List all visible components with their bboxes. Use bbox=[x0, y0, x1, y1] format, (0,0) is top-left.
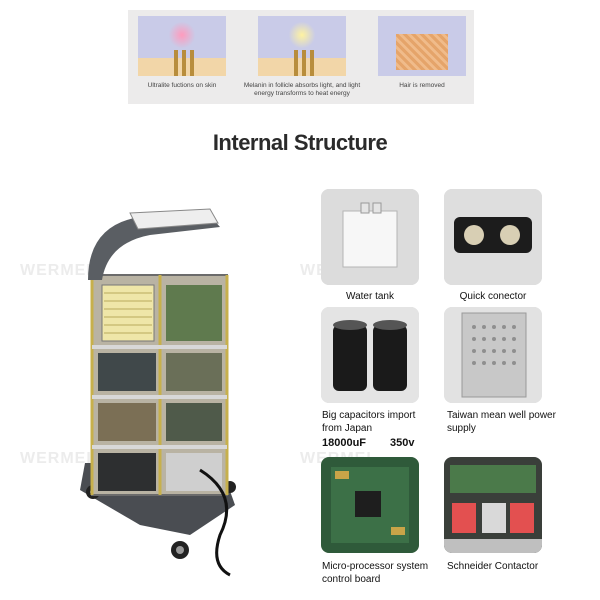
treatment-process-banner: Ultralite fuctions on skin Melanin in fo… bbox=[128, 10, 474, 104]
watermark: WERMEI bbox=[20, 450, 92, 467]
follicle bbox=[174, 50, 178, 76]
follicle bbox=[294, 50, 298, 76]
capacitance-spec: 18000uF bbox=[322, 437, 367, 449]
watermark: WERMEI bbox=[20, 262, 92, 279]
banner-caption-3: Hair is removed bbox=[399, 82, 445, 89]
power-supply-label: Taiwan mean well power supply bbox=[447, 410, 556, 434]
capacitors-label: Big capacitors import from Japan bbox=[322, 410, 416, 434]
capacitors-image bbox=[321, 307, 419, 403]
follicle bbox=[190, 50, 194, 76]
skin-block bbox=[396, 34, 448, 70]
banner-caption-2: Melanin in follicle absorbs light, and l… bbox=[243, 82, 361, 97]
light-glow-icon bbox=[168, 22, 196, 48]
power-supply-image bbox=[444, 307, 542, 403]
quick-connector-label: Quick conector bbox=[459, 291, 527, 302]
quick-connector-image bbox=[444, 189, 542, 285]
contactor-label: Schneider Contactor bbox=[447, 561, 539, 572]
skin-illustration-2 bbox=[258, 16, 346, 76]
follicle bbox=[182, 50, 186, 76]
water-tank-label: Water tank bbox=[346, 291, 394, 302]
heat-glow-icon bbox=[288, 22, 316, 48]
voltage-spec: 350v bbox=[390, 437, 415, 449]
follicle bbox=[302, 50, 306, 76]
control-board-label: Micro-processor system control board bbox=[322, 561, 429, 585]
control-board-image bbox=[321, 457, 419, 553]
skin-illustration-3 bbox=[378, 16, 466, 76]
machine-internal-illustration bbox=[80, 205, 250, 580]
water-tank-image bbox=[321, 189, 419, 285]
banner-caption-1: Ultralite fuctions on skin bbox=[147, 82, 217, 89]
page-title: Internal Structure bbox=[212, 130, 388, 155]
contactor-image bbox=[444, 457, 542, 553]
follicle bbox=[310, 50, 314, 76]
skin-illustration-1 bbox=[138, 16, 226, 76]
